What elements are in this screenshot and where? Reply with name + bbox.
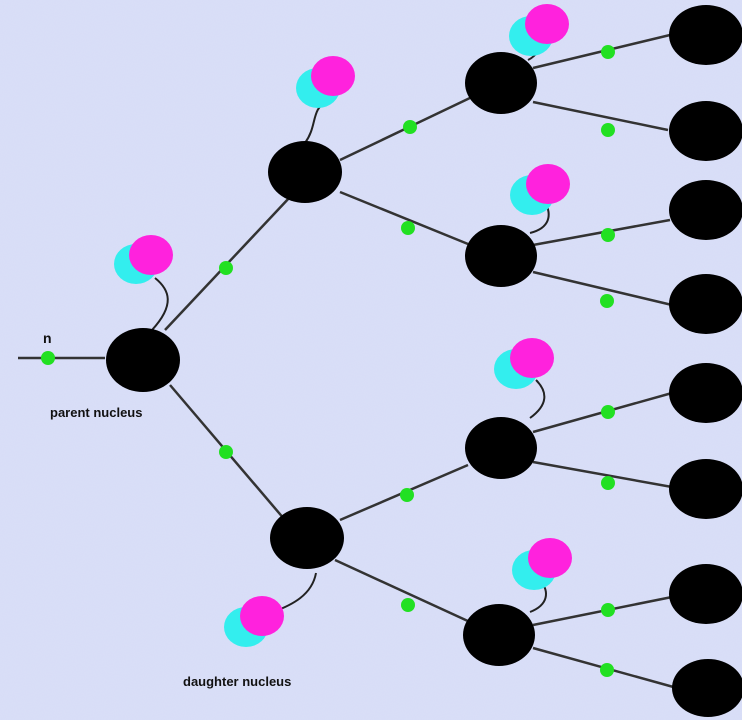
- nucleus-gen4: [669, 274, 742, 334]
- nucleus-gen3: [465, 225, 537, 287]
- neutron-label: n: [43, 330, 52, 346]
- fragment-pairs: [114, 4, 572, 647]
- neutron: [601, 45, 615, 59]
- fragment-pair: [509, 4, 569, 56]
- neutron: [600, 663, 614, 677]
- neutron: [601, 123, 615, 137]
- path-l1-out-b: [532, 460, 673, 489]
- neutron: [400, 488, 414, 502]
- nucleus-gen3: [463, 604, 535, 666]
- nucleus-gen3: [465, 417, 537, 479]
- path-u2-out-b: [532, 270, 673, 307]
- nucleus-gen3: [465, 52, 537, 114]
- nucleus-gen4: [669, 180, 742, 240]
- neutron: [401, 598, 415, 612]
- nucleus-gen4: [669, 564, 742, 624]
- fragment-pair: [296, 56, 355, 108]
- nucleus-gen4: [669, 459, 742, 519]
- nucleus-gen4: [669, 5, 742, 65]
- neutron: [219, 445, 233, 459]
- path-u1-out-b: [532, 100, 669, 132]
- fragment-pair: [510, 164, 570, 215]
- nucleus-gen4: [669, 101, 742, 161]
- fragment-pair: [224, 596, 284, 647]
- neutron: [600, 294, 614, 308]
- neutron: [401, 221, 415, 235]
- fragment-pair: [494, 338, 554, 389]
- nucleus-gen4: [672, 659, 742, 717]
- path-upper-to-u2: [339, 190, 469, 246]
- neutrons: [41, 45, 615, 677]
- neutron: [41, 351, 55, 365]
- neutron: [403, 120, 417, 134]
- fragment-pair: [114, 235, 173, 284]
- nucleus-gen2-lower: [270, 507, 344, 569]
- neutron: [219, 261, 233, 275]
- nucleus-gen4: [669, 363, 742, 423]
- parent-nucleus: [106, 328, 180, 392]
- neutron: [601, 603, 615, 617]
- neutron: [601, 476, 615, 490]
- arrow-l1-fragments: [529, 379, 546, 419]
- arrow-parent-fragments: [151, 277, 169, 331]
- neutron: [601, 228, 615, 242]
- nucleus-gen2-upper: [268, 141, 342, 203]
- neutron: [601, 405, 615, 419]
- nuclei: [106, 5, 742, 717]
- fragment-pair: [512, 538, 572, 590]
- parent-nucleus-label: parent nucleus: [50, 405, 143, 420]
- path-lower-to-l2: [334, 558, 471, 624]
- daughter-nucleus-label: daughter nucleus: [183, 674, 292, 689]
